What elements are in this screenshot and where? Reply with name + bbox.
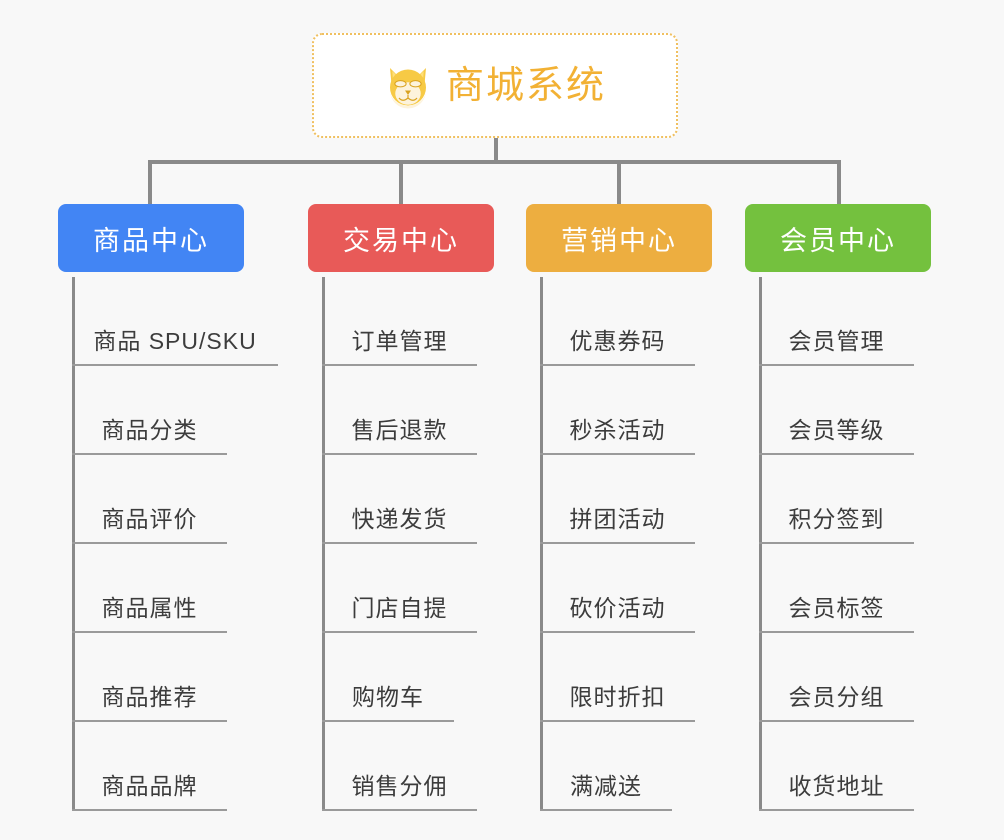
leaf-trunk-member-center — [759, 277, 762, 811]
leaf-item-store-pickup[interactable]: 门店自提 — [322, 544, 477, 633]
category-label-trade-center: 交易中心 — [343, 225, 459, 256]
leaf-item-product-recommend[interactable]: 商品推荐 — [72, 633, 227, 722]
leaf-item-express-shipping[interactable]: 快递发货 — [322, 455, 477, 544]
leaf-label: 商品推荐 — [101, 684, 198, 710]
leaf-label: 商品品牌 — [101, 773, 198, 799]
leaf-item-shipping-address[interactable]: 收货地址 — [759, 722, 914, 811]
leaf-item-shopping-cart[interactable]: 购物车 — [322, 633, 454, 722]
leaf-item-sales-commission[interactable]: 销售分佣 — [322, 722, 477, 811]
leaf-label: 售后退款 — [351, 417, 448, 443]
leaf-label: 砍价活动 — [569, 595, 666, 621]
leaf-item-product-attribute[interactable]: 商品属性 — [72, 544, 227, 633]
leaf-trunk-product-center — [72, 277, 75, 811]
category-label-member-center: 会员中心 — [780, 225, 896, 256]
category-label-product-center: 商品中心 — [93, 225, 209, 256]
drop-connector-trade-center — [399, 160, 403, 206]
root-title: 商城系统 — [445, 64, 606, 107]
leaf-item-product-spu-sku[interactable]: 商品 SPU/SKU — [72, 277, 278, 366]
leaf-label: 会员标签 — [788, 595, 885, 621]
leaf-column-marketing-center: 优惠券码 秒杀活动 拼团活动 砍价活动 限时折扣 满减送 — [540, 277, 740, 817]
horizontal-bus-connector — [148, 160, 841, 164]
leaf-column-member-center: 会员管理 会员等级 积分签到 会员标签 会员分组 收货地址 — [759, 277, 959, 817]
leaf-trunk-marketing-center — [540, 277, 543, 811]
leaf-item-product-brand[interactable]: 商品品牌 — [72, 722, 227, 811]
leaf-label: 拼团活动 — [569, 506, 666, 532]
category-box-member-center[interactable]: 会员中心 — [745, 204, 931, 272]
leaf-label: 门店自提 — [351, 595, 448, 621]
leaf-label: 商品分类 — [101, 417, 198, 443]
leaf-column-trade-center: 订单管理 售后退款 快递发货 门店自提 购物车 销售分佣 — [322, 277, 522, 817]
leaf-item-group-buy[interactable]: 拼团活动 — [540, 455, 695, 544]
leaf-label: 积分签到 — [788, 506, 885, 532]
leaf-label: 限时折扣 — [569, 684, 666, 710]
leaf-label: 订单管理 — [351, 328, 448, 354]
shiba-dog-icon — [389, 67, 426, 108]
leaf-item-member-group[interactable]: 会员分组 — [759, 633, 914, 722]
leaf-label: 商品 SPU/SKU — [93, 328, 257, 354]
leaf-item-bargain-activity[interactable]: 砍价活动 — [540, 544, 695, 633]
leaf-item-order-management[interactable]: 订单管理 — [322, 277, 477, 366]
leaf-item-member-level[interactable]: 会员等级 — [759, 366, 914, 455]
root-stub-connector — [494, 138, 498, 162]
leaf-label: 会员等级 — [788, 417, 885, 443]
leaf-trunk-trade-center — [322, 277, 325, 811]
leaf-label: 秒杀活动 — [569, 417, 666, 443]
leaf-label: 优惠券码 — [569, 328, 666, 354]
leaf-item-full-reduction-gift[interactable]: 满减送 — [540, 722, 672, 811]
drop-connector-marketing-center — [617, 160, 621, 206]
leaf-column-product-center: 商品 SPU/SKU 商品分类 商品评价 商品属性 商品推荐 商品品牌 — [72, 277, 312, 817]
leaf-label: 会员分组 — [788, 684, 885, 710]
category-label-marketing-center: 营销中心 — [561, 225, 677, 256]
leaf-label: 商品属性 — [101, 595, 198, 621]
category-box-marketing-center[interactable]: 营销中心 — [526, 204, 712, 272]
drop-connector-member-center — [837, 160, 841, 206]
leaf-label: 销售分佣 — [351, 773, 448, 799]
leaf-item-limited-time-discount[interactable]: 限时折扣 — [540, 633, 695, 722]
leaf-item-product-review[interactable]: 商品评价 — [72, 455, 227, 544]
leaf-label: 商品评价 — [101, 506, 198, 532]
category-box-product-center[interactable]: 商品中心 — [58, 204, 244, 272]
leaf-item-points-checkin[interactable]: 积分签到 — [759, 455, 914, 544]
root-node[interactable]: 商城系统 — [312, 33, 678, 138]
leaf-item-flash-sale[interactable]: 秒杀活动 — [540, 366, 695, 455]
leaf-label: 快递发货 — [351, 506, 448, 532]
drop-connector-product-center — [148, 160, 152, 206]
leaf-label: 会员管理 — [788, 328, 885, 354]
leaf-item-coupon-code[interactable]: 优惠券码 — [540, 277, 695, 366]
leaf-item-member-tag[interactable]: 会员标签 — [759, 544, 914, 633]
leaf-item-after-sales-refund[interactable]: 售后退款 — [322, 366, 477, 455]
leaf-item-product-category[interactable]: 商品分类 — [72, 366, 227, 455]
category-box-trade-center[interactable]: 交易中心 — [308, 204, 494, 272]
leaf-item-member-management[interactable]: 会员管理 — [759, 277, 914, 366]
leaf-label: 满减送 — [570, 773, 642, 799]
leaf-label: 收货地址 — [788, 773, 885, 799]
leaf-label: 购物车 — [352, 684, 424, 710]
